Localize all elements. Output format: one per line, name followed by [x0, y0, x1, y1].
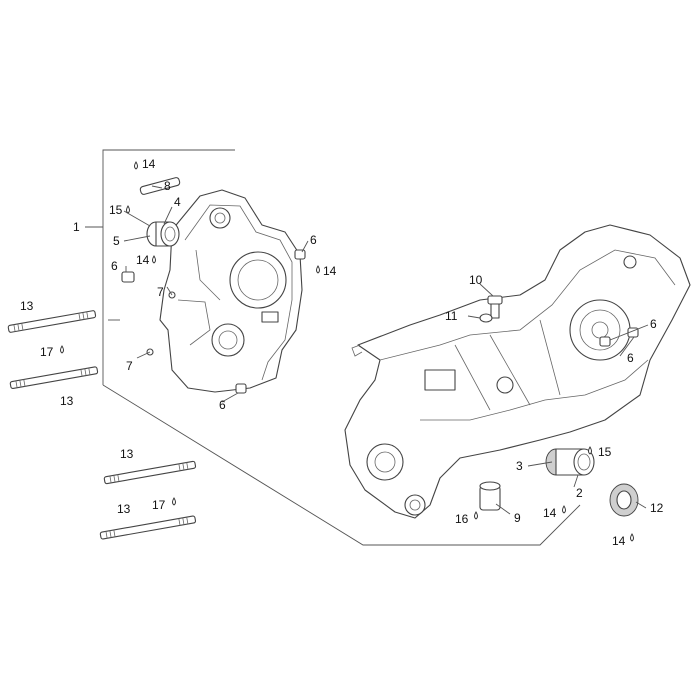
callout-6-left: 6 [111, 259, 118, 273]
right-small-parts [479, 295, 639, 517]
drop-marker-14a [134, 161, 138, 170]
callout-17-bottom: 17 [152, 498, 166, 512]
callout-10: 10 [469, 273, 483, 287]
stud-13-lower-a [103, 460, 197, 485]
drop-marker-15a [126, 205, 130, 214]
drop-marker-15b [588, 446, 592, 455]
callout-2: 2 [576, 486, 583, 500]
assembly-bracket [85, 149, 581, 546]
drop-marker-17a [60, 345, 64, 354]
dowel-6-bottom [235, 383, 247, 394]
leader-lines [108, 185, 649, 515]
drop-marker-14b [152, 255, 156, 264]
callout-6-top: 6 [310, 233, 317, 247]
callout-1: 1 [73, 220, 80, 234]
callout-16: 16 [455, 512, 469, 526]
drop-marker-14d [562, 505, 566, 514]
dowel-6-top [294, 249, 306, 260]
right-crankcase-half [344, 224, 691, 519]
callout-3: 3 [516, 459, 523, 473]
callout-7-upper: 7 [157, 285, 164, 299]
callout-6-right-lower: 6 [627, 351, 634, 365]
callout-9: 9 [514, 511, 521, 525]
callout-13-upper: 13 [20, 299, 34, 313]
stud-bolts [7, 310, 197, 540]
callout-labels: 14 8 15 4 1 5 14 6 6 14 7 13 17 7 13 6 1… [20, 157, 664, 548]
dowel-6-left [121, 271, 135, 283]
callout-15-right: 15 [598, 445, 612, 459]
callout-14-mid: 14 [136, 253, 150, 267]
callout-5: 5 [113, 234, 120, 248]
callout-14-right: 14 [323, 264, 337, 278]
drop-marker-16 [474, 511, 478, 520]
bushing-9 [479, 481, 501, 511]
stud-13-upper [7, 310, 97, 333]
callout-17-left: 17 [40, 345, 54, 359]
callout-15-left: 15 [109, 203, 123, 217]
callout-4: 4 [174, 195, 181, 209]
callout-12: 12 [650, 501, 664, 515]
stud-13-middle [9, 366, 99, 390]
callout-13-lower-b: 13 [117, 502, 131, 516]
left-small-parts [121, 177, 306, 394]
drop-marker-14c [316, 265, 320, 274]
callout-14-seal: 14 [612, 534, 626, 548]
callout-11: 11 [445, 309, 458, 323]
callout-14-bearing: 14 [543, 506, 557, 520]
callout-7-lower: 7 [126, 359, 133, 373]
drop-marker-14e [630, 533, 634, 542]
callout-14-top: 14 [142, 157, 156, 171]
left-crankcase-half [159, 189, 303, 393]
bearing-4-5 [146, 221, 180, 247]
drop-markers [60, 161, 634, 542]
stud-13-lower-b [99, 515, 197, 540]
shaft-8 [139, 177, 181, 195]
drop-marker-17b [172, 497, 176, 506]
callout-8: 8 [164, 179, 171, 193]
callout-13-lower-a: 13 [120, 447, 134, 461]
bearing-2-3 [545, 448, 595, 476]
bolt-10 [487, 295, 503, 319]
washer-11 [479, 313, 493, 323]
oil-seal-12 [609, 483, 639, 517]
callout-6-bottom: 6 [219, 398, 226, 412]
callout-6-right-upper: 6 [650, 317, 657, 331]
callout-13-middle: 13 [60, 394, 74, 408]
